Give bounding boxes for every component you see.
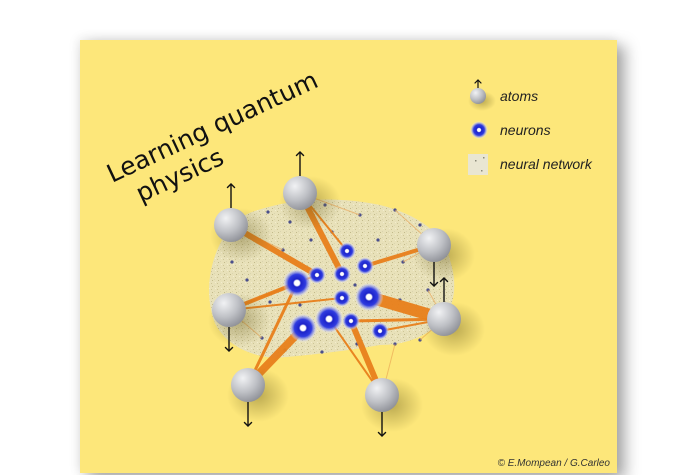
connection-line	[246, 281, 299, 387]
atom-sphere-icon	[214, 208, 248, 242]
neuron	[342, 312, 360, 330]
atom	[279, 151, 341, 230]
atom	[208, 293, 270, 352]
neuron-dot-icon	[470, 121, 488, 139]
network-node	[230, 260, 234, 264]
atom	[361, 378, 423, 437]
legend-item-network: neural network	[468, 154, 593, 175]
neurons	[282, 242, 389, 343]
neuron	[356, 257, 374, 275]
legend: atoms neurons neural network	[468, 79, 593, 175]
neuron	[354, 282, 384, 312]
atom-sphere-icon	[212, 293, 246, 327]
neuron	[314, 304, 344, 334]
neuron	[288, 313, 318, 343]
atom	[423, 277, 485, 356]
legend-label-neurons: neurons	[500, 122, 551, 138]
legend-item-neurons: neurons	[470, 121, 551, 139]
neuron	[371, 322, 389, 340]
network-node	[353, 283, 357, 287]
legend-item-atoms: atoms	[468, 79, 538, 111]
atom	[227, 368, 289, 427]
legend-label-network: neural network	[500, 156, 593, 172]
neuron	[333, 289, 351, 307]
network-node	[298, 303, 302, 307]
neural-network-swatch-icon	[468, 154, 488, 175]
credit-text: © E.Mompean / G.Carleo	[498, 458, 611, 469]
atom	[413, 228, 475, 287]
atom	[210, 183, 272, 262]
legend-label-atoms: atoms	[500, 88, 538, 104]
atoms	[208, 151, 485, 437]
atom-sphere-icon	[427, 302, 461, 336]
neuron	[333, 265, 351, 283]
atom-sphere-icon	[417, 228, 451, 262]
neuron	[282, 268, 312, 298]
network-node	[320, 350, 324, 354]
network-node	[268, 300, 272, 304]
atom-sphere-icon	[283, 176, 317, 210]
atom-sphere-icon	[470, 88, 486, 104]
atom-sphere-icon	[365, 378, 399, 412]
neuron	[338, 242, 356, 260]
network-node	[245, 278, 249, 282]
atom-sphere-icon	[231, 368, 265, 402]
neuron	[308, 266, 326, 284]
network-node	[376, 238, 380, 242]
network-node	[266, 210, 270, 214]
network-node	[309, 238, 313, 242]
network-node	[418, 223, 422, 227]
